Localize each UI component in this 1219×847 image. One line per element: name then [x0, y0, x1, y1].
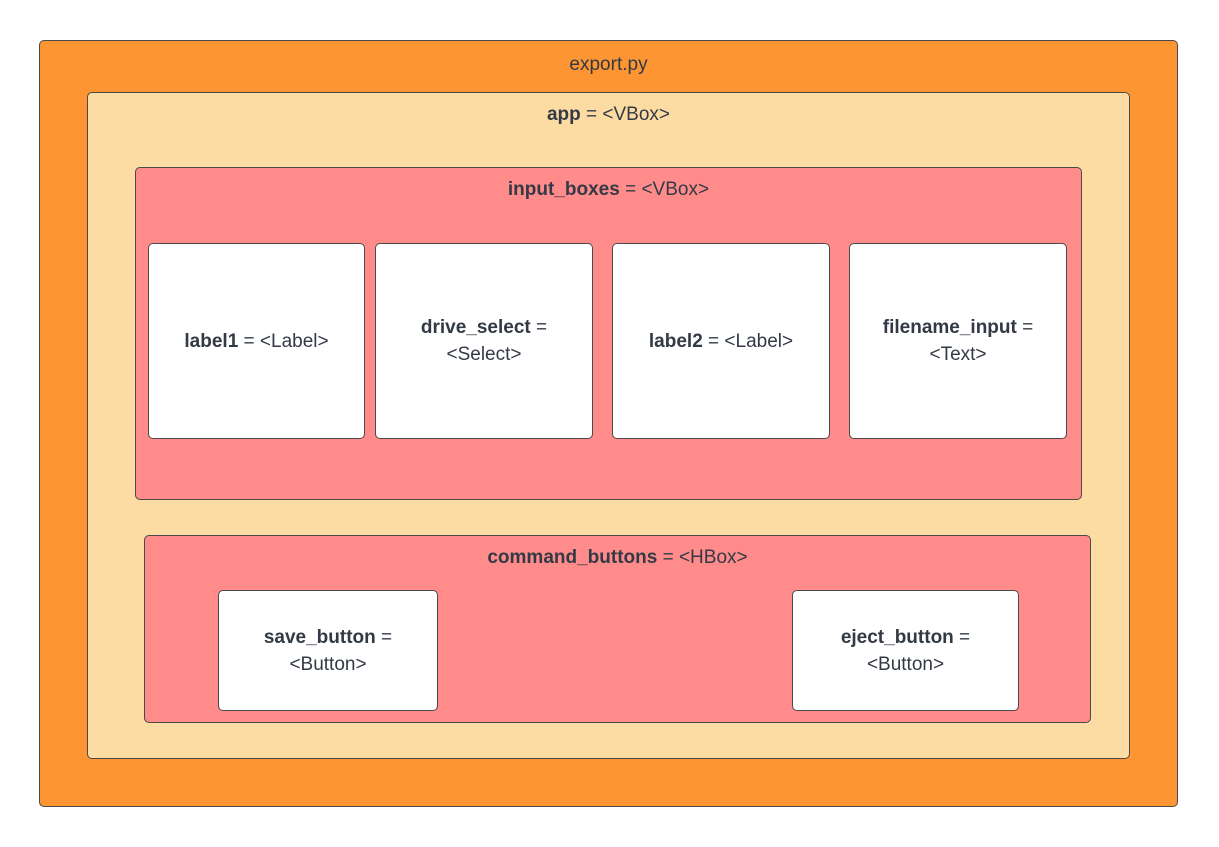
label1-name: label1: [184, 330, 239, 352]
label1-widget: label1 = <Label>: [148, 243, 365, 439]
drive-select-widget: drive_select = <Select>: [375, 243, 593, 439]
label1-type: = <Label>: [238, 330, 329, 352]
app-title: app = <VBox>: [88, 103, 1129, 127]
filename-input-widget: filename_input = <Text>: [849, 243, 1067, 439]
input-boxes-type: = <VBox>: [619, 179, 710, 200]
save-button-widget: save_button = <Button>: [218, 590, 438, 711]
app-name: app: [546, 104, 581, 125]
app-type: = <VBox>: [580, 104, 671, 125]
eject-button-widget: eject_button = <Button>: [792, 590, 1019, 711]
input-boxes-title: input_boxes = <VBox>: [136, 178, 1081, 202]
drive-select-type: = <Select>: [446, 317, 548, 365]
eject-button-name: eject_button: [840, 626, 954, 648]
save-button-type: = <Button>: [289, 626, 393, 675]
filename-input-type: = <Text>: [929, 317, 1034, 365]
label2-name: label2: [648, 330, 703, 352]
label2-widget: label2 = <Label>: [612, 243, 830, 439]
eject-button-type: = <Button>: [866, 626, 971, 675]
input-boxes-name: input_boxes: [507, 179, 620, 200]
command-buttons-name: command_buttons: [487, 547, 658, 568]
command-buttons-type: = <HBox>: [657, 547, 748, 568]
label2-type: = <Label>: [702, 330, 794, 352]
drive-select-name: drive_select: [420, 317, 531, 338]
filename-input-name: filename_input: [882, 317, 1017, 338]
save-button-name: save_button: [263, 626, 376, 648]
command-buttons-title: command_buttons = <HBox>: [145, 546, 1090, 570]
file-title: export.py: [569, 54, 648, 75]
